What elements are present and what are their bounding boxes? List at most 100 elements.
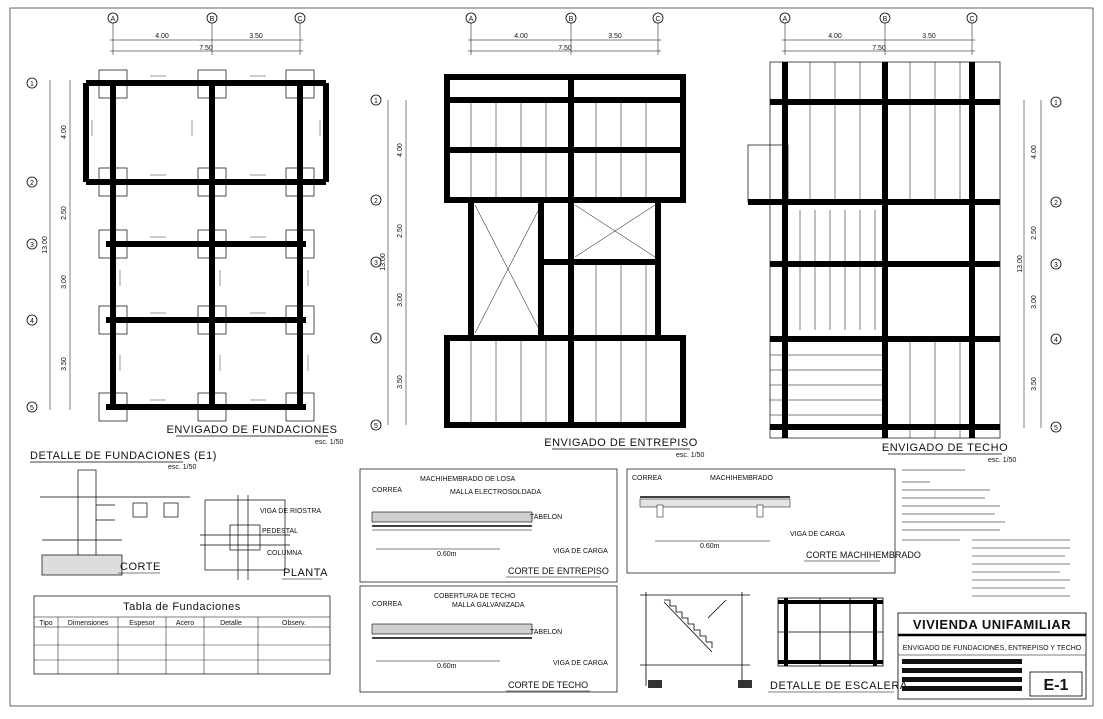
label-viga-riostra: VIGA DE RIOSTRA (260, 508, 321, 515)
foundation-beams (83, 80, 329, 410)
table-header-thickness: Espesor (129, 620, 155, 627)
table-header-notes: Observ. (282, 620, 306, 627)
grid-label-b: B (883, 16, 888, 23)
foundation-plan-scale: esc. 1/50 (315, 439, 344, 446)
mezzanine-beams (444, 74, 686, 428)
grid-label-2: 2 (30, 180, 34, 187)
losa-dim: 0.60m (437, 551, 457, 558)
foundation-table: Tabla de Fundaciones Tipo Dimensiones Es… (33, 595, 331, 675)
dim-4-00: 4.00 (514, 33, 528, 40)
foundation-section (40, 469, 190, 576)
roof-section: COBERTURA DE TECHO CORREA MALLA GALVANIZ… (359, 585, 618, 693)
mezzanine-plan: A B C 4.00 3.50 7.50 1 2 3 4 5 (370, 12, 705, 459)
mezzanine-joists (470, 100, 656, 425)
dim-side-3-00: 3.00 (61, 275, 68, 289)
sheet-subtitle: ENVIGADO DE FUNDACIONES, ENTREPISO Y TEC… (903, 645, 1082, 652)
plan3-grid-right: 1 2 3 4 5 4.00 2.50 3.00 3.50 13.00 (1017, 96, 1062, 433)
grid-label-c: C (655, 16, 660, 23)
foundation-detail-scale: esc. 1/50 (168, 464, 197, 471)
techo-section-title: CORTE DE TECHO (508, 680, 588, 690)
table-header-dimensions: Dimensiones (68, 620, 109, 627)
beam-tags (91, 75, 321, 401)
roof-joists (770, 62, 961, 438)
losa-label-machihembrado: MACHIHEMBRADO DE LOSA (420, 476, 516, 483)
stair-plan (777, 597, 884, 667)
grid-label-2: 2 (374, 198, 378, 205)
roof-plan-title: ENVIGADO DE TECHO (882, 442, 1008, 454)
label-columna: COLUMNA (267, 550, 302, 557)
techo-label-correa: CORREA (372, 601, 402, 608)
grid-label-4: 4 (30, 318, 34, 325)
grid-label-a: A (111, 16, 116, 23)
grid-label-1: 1 (1054, 100, 1058, 107)
dim-side-3-00: 3.00 (397, 293, 404, 307)
mezzanine-plan-title: ENVIGADO DE ENTREPISO (544, 437, 698, 449)
machi-label-machihembrado: MACHIHEMBRADO (710, 475, 774, 482)
grid-label-c: C (297, 16, 302, 23)
dim-side-13-00: 13.00 (380, 253, 387, 271)
rebar-square-1 (132, 502, 148, 518)
techo-label-cobertura: COBERTURA DE TECHO (434, 593, 516, 600)
grid-label-c: C (969, 16, 974, 23)
foundation-plan: A B C 4.00 3.50 7.50 1 2 3 4 5 (26, 12, 344, 446)
grid-label-5: 5 (1054, 425, 1058, 432)
planta-label: PLANTA (283, 567, 328, 579)
plan1-grid-top: A B C 4.00 3.50 7.50 (107, 12, 306, 55)
plan3-grid-top: A B C 4.00 3.50 7.50 (779, 12, 978, 55)
grid-label-4: 4 (374, 336, 378, 343)
techo-label-viga: VIGA DE CARGA (553, 660, 608, 667)
title-block: VIVIENDA UNIFAMILIAR ENVIGADO DE FUNDACI… (897, 612, 1087, 700)
grid-label-5: 5 (374, 423, 378, 430)
dim-side-3-50: 3.50 (61, 357, 68, 371)
sheet-code: E-1 (1044, 677, 1069, 694)
dim-7-50: 7.50 (872, 45, 886, 52)
grid-label-3: 3 (1054, 262, 1058, 269)
stair-footing-right (738, 680, 752, 688)
table-title: Tabla de Fundaciones (123, 601, 241, 613)
stair-detail: DETALLE DE ESCALERA (640, 592, 908, 693)
plan2-grid-top: A B C 4.00 3.50 7.50 (465, 12, 664, 55)
rebar-square-2 (163, 502, 179, 518)
techo-label-tabelon: TABELON (530, 629, 562, 636)
plan1-grid-left: 1 2 3 4 5 4.00 2.50 3.00 3.50 13.00 (26, 77, 71, 413)
corte-label: CORTE (120, 561, 161, 573)
plan2-grid-left: 1 2 3 4 5 4.00 2.50 3.00 3.50 13.00 (370, 94, 407, 431)
dim-4-00: 4.00 (828, 33, 842, 40)
grid-label-1: 1 (374, 98, 378, 105)
dim-4-00: 4.00 (155, 33, 169, 40)
grid-label-a: A (469, 16, 474, 23)
label-pedestal: PEDESTAL (262, 528, 298, 535)
stair-plan-beams (778, 598, 883, 666)
grid-label-3: 3 (374, 260, 378, 267)
dim-side-13-00: 13.00 (1017, 255, 1024, 273)
roof-plan-scale: esc. 1/50 (988, 457, 1017, 464)
foundation-footprint (200, 495, 290, 580)
dim-side-2-50: 2.50 (1031, 226, 1038, 240)
table-header-steel: Acero (176, 620, 194, 627)
losa-section-title: CORTE DE ENTREPISO (508, 566, 609, 576)
dim-side-2-50: 2.50 (397, 224, 404, 238)
dim-side-3-50: 3.50 (1031, 377, 1038, 391)
grid-label-4: 4 (1054, 337, 1058, 344)
machi-section-title: CORTE MACHIHEMBRADO (806, 550, 921, 560)
dim-7-50: 7.50 (558, 45, 572, 52)
dim-3-50: 3.50 (922, 33, 936, 40)
stair-section (640, 592, 750, 686)
machihembrado-section: CORREA MACHIHEMBRADO VIGA DE CARGA 0.60m… (626, 468, 921, 574)
losa-label-correa: CORREA (372, 487, 402, 494)
stair-detail-title: DETALLE DE ESCALERA (770, 680, 908, 692)
foundation-detail-title: DETALLE DE FUNDACIONES (E1) (30, 450, 217, 462)
roof-beams (748, 62, 1000, 438)
dim-side-4-00: 4.00 (61, 125, 68, 139)
dim-side-3-00: 3.00 (1031, 295, 1038, 309)
losa-label-tabelon: TABELON (530, 514, 562, 521)
title-block-fields (902, 659, 1022, 691)
dim-7-50: 7.50 (199, 45, 213, 52)
losa-label-malla: MALLA ELECTROSOLDADA (450, 489, 541, 496)
mezzanine-section: MACHIHEMBRADO DE LOSA CORREA MALLA ELECT… (359, 468, 618, 583)
losa-label-viga: VIGA DE CARGA (553, 548, 608, 555)
dim-side-4-00: 4.00 (397, 143, 404, 157)
techo-label-malla: MALLA GALVANIZADA (452, 602, 525, 609)
